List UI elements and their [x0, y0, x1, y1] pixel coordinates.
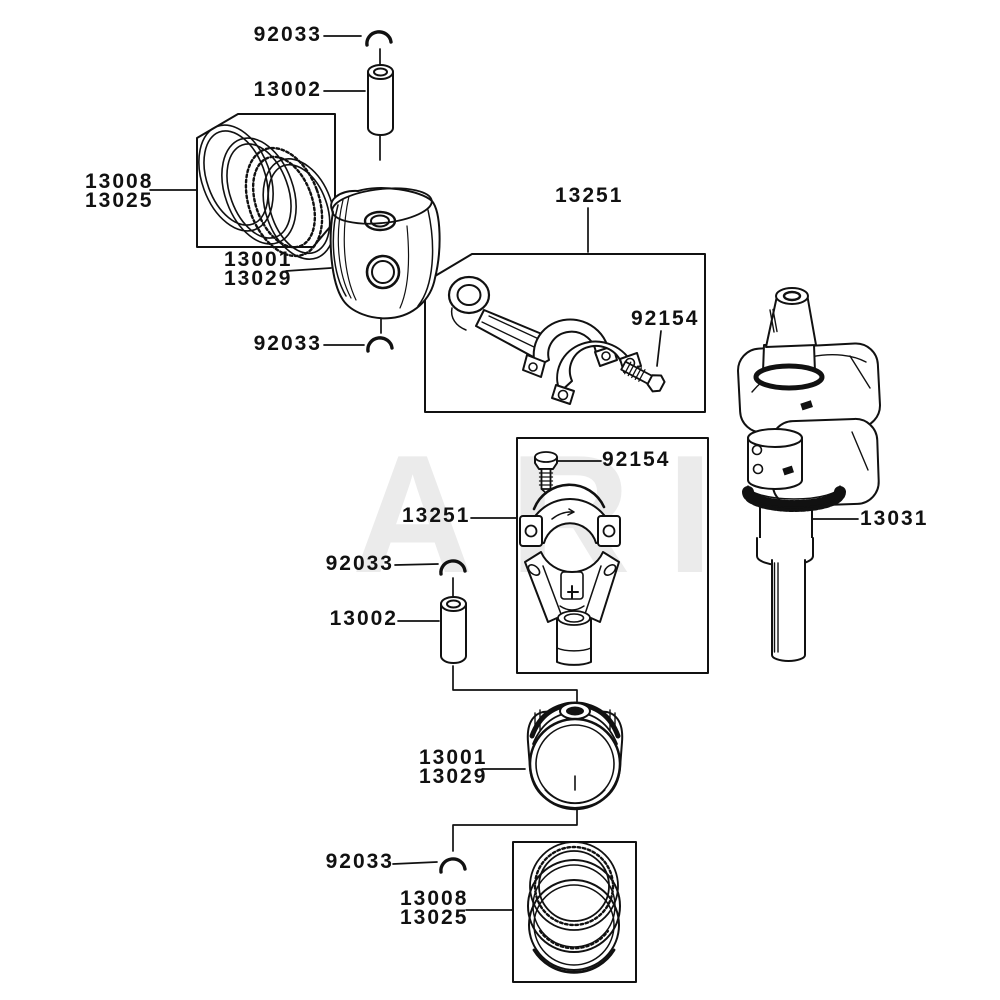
part-label-13002-2[interactable]: 13002	[329, 607, 398, 630]
connecting-rod-drawing-side	[447, 275, 618, 378]
part-label-13251-front[interactable]: 13251	[402, 504, 471, 527]
part-label-92033-3[interactable]: 92033	[325, 552, 394, 575]
part-label-13008-bottom[interactable]: 13008	[400, 887, 469, 910]
piston-pin-drawing-top	[367, 64, 394, 136]
piston-drawing-bottom	[526, 701, 624, 811]
piston-ring-set-drawing-bottom	[527, 841, 621, 974]
piston-ring-set-drawing-top	[198, 124, 336, 260]
part-label-92033-4[interactable]: 92033	[325, 850, 394, 873]
connecting-rod-box-side	[424, 253, 706, 413]
part-label-13001-top[interactable]: 13001	[224, 248, 293, 271]
part-label-13025-bottom[interactable]: 13025	[400, 906, 469, 929]
part-label-13002-top[interactable]: 13002	[253, 78, 322, 101]
snap-ring-drawing-3	[439, 559, 467, 576]
connecting-rod-box-front	[516, 437, 709, 674]
part-label-13251-side[interactable]: 13251	[555, 184, 624, 207]
piston-pin-drawing-2	[440, 596, 467, 664]
part-label-92033-top[interactable]: 92033	[253, 23, 322, 46]
rod-cap-drawing-front	[519, 483, 621, 547]
part-label-13008-top[interactable]: 13008	[85, 170, 154, 193]
part-label-13025-top[interactable]: 13025	[85, 189, 154, 212]
part-label-13001-bottom[interactable]: 13001	[419, 746, 488, 769]
part-label-92154-side[interactable]: 92154	[631, 307, 700, 330]
part-label-13029-top[interactable]: 13029	[224, 267, 293, 290]
connecting-rod-drawing-front	[524, 551, 620, 666]
crankshaft-drawing	[737, 287, 881, 662]
snap-ring-drawing-2	[366, 336, 394, 353]
rod-bolt-drawing-front	[534, 451, 558, 494]
part-label-92033-2[interactable]: 92033	[253, 332, 322, 355]
piston-drawing-top	[329, 187, 441, 320]
part-label-13029-bottom[interactable]: 13029	[419, 765, 488, 788]
snap-ring-drawing-top	[365, 30, 393, 47]
snap-ring-drawing-4	[439, 857, 467, 874]
rod-bolt-drawing-side	[620, 360, 666, 393]
part-label-13031[interactable]: 13031	[860, 507, 929, 530]
leader-lines	[149, 35, 859, 911]
part-label-92154-front[interactable]: 92154	[602, 448, 671, 471]
